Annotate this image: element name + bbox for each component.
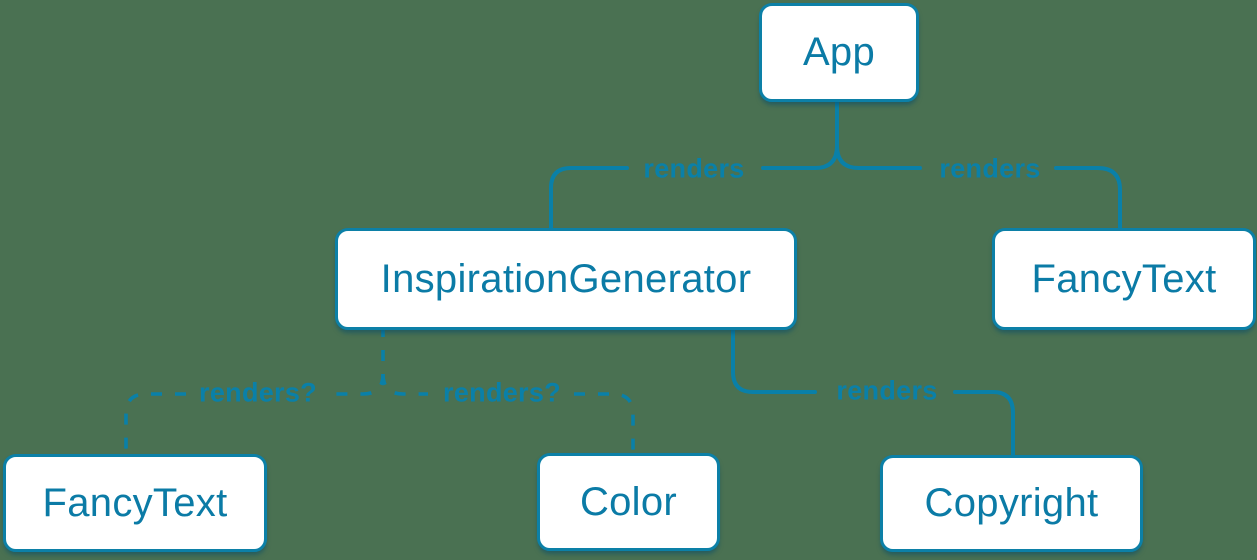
edge-label-inspirationgenerator-color: renders? xyxy=(443,377,561,408)
edge-label-inspirationgenerator-fancytext: renders? xyxy=(199,377,317,408)
edge-app-fancytext-segment2 xyxy=(1054,166,1122,234)
edge-label-inspirationgenerator-copyright: renders xyxy=(836,375,938,406)
edge-label-app-fancytext: renders xyxy=(939,153,1041,184)
node-app-label: App xyxy=(802,30,876,74)
edge-inspirationgenerator-color-segment1 xyxy=(381,373,428,396)
edge-label-app-inspirationgenerator: renders xyxy=(643,153,745,184)
node-inspiration-generator: InspirationGenerator xyxy=(335,228,797,330)
edge-inspirationgenerator-fancytext-segment2 xyxy=(124,392,186,458)
node-inspiration-generator-label: InspirationGenerator xyxy=(380,256,752,301)
edge-inspirationgenerator-copyright-segment2 xyxy=(953,390,1015,461)
node-copyright: Copyright xyxy=(880,455,1143,552)
node-copyright-label: Copyright xyxy=(924,481,1099,525)
node-fancy-text-bottom: FancyText xyxy=(3,454,267,552)
edge-app-inspirationgenerator-segment2 xyxy=(549,166,629,234)
node-fancy-text-bottom-label: FancyText xyxy=(42,480,228,525)
node-color-label: Color xyxy=(579,479,678,524)
edge-inspirationgenerator-color-segment2 xyxy=(574,392,635,457)
node-fancy-text-top: FancyText xyxy=(992,228,1256,330)
edge-app-inspirationgenerator-segment1 xyxy=(761,98,839,170)
edge-inspirationgenerator-copyright-segment1 xyxy=(731,324,817,394)
node-app: App xyxy=(759,3,919,102)
edge-app-fancytext-segment1 xyxy=(835,144,922,170)
node-fancy-text-top-label: FancyText xyxy=(1031,256,1217,301)
edge-inspirationgenerator-fancytext-segment1 xyxy=(333,373,385,396)
node-color: Color xyxy=(537,453,720,551)
